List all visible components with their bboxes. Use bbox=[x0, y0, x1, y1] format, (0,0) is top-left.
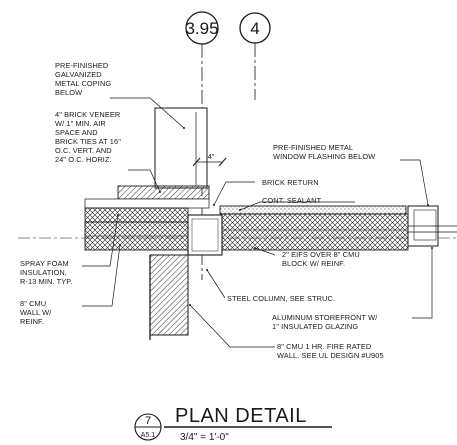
metal-coping bbox=[154, 107, 208, 189]
fire-wall-callout: 8" CMU 1 HR. FIRE RATED WALL. SEE UL DES… bbox=[277, 342, 384, 360]
gridline-4-label: 4 bbox=[250, 19, 259, 38]
leader-lines bbox=[82, 97, 433, 348]
brick-veneer-callout: 4" BRICK VENEER W/ 1" MIN. AIR SPACE AND… bbox=[55, 110, 123, 164]
steel-column bbox=[187, 214, 223, 256]
coping-callout: PRE-FINISHED GALVANIZED METAL COPING BEL… bbox=[55, 61, 113, 97]
detail-title-block: 7 A5.1 PLAN DETAIL 3/4" = 1'-0" bbox=[134, 405, 332, 443]
sealant-callout: CONT. SEALANT bbox=[262, 196, 322, 205]
aluminum-storefront bbox=[407, 205, 457, 247]
cmu-wall-callout: 8" CMU WALL W/ REINF. bbox=[20, 299, 54, 326]
sheet-number: A5.1 bbox=[141, 432, 156, 439]
storefront-callout: ALUMINUM STOREFRONT W/ 1" INSULATED GLAZ… bbox=[272, 313, 380, 331]
brick-veneer bbox=[117, 185, 210, 200]
gridline-4: 4 bbox=[239, 12, 271, 100]
fire-rated-cmu-wall bbox=[149, 254, 189, 336]
brick-return-callout: BRICK RETURN bbox=[262, 178, 319, 187]
dimension-label: 4" bbox=[208, 152, 215, 161]
spray-foam-callout: SPRAY FOAM INSULATION, R-13 MIN. TYP. bbox=[20, 259, 72, 286]
air-space-left bbox=[84, 198, 210, 209]
dimension-4-inch: 4" bbox=[192, 152, 227, 167]
steel-column-callout: STEEL COLUMN, SEE STRUC. bbox=[227, 294, 335, 303]
eifs-callout: 2" EIFS OVER 8" CMU BLOCK W/ REINF. bbox=[282, 250, 362, 268]
gridline-3-95-label: 3.95 bbox=[185, 19, 218, 38]
spray-foam-left bbox=[84, 207, 189, 223]
detail-scale: 3/4" = 1'-0" bbox=[180, 432, 229, 443]
detail-title: PLAN DETAIL bbox=[175, 405, 307, 427]
detail-number: 7 bbox=[145, 415, 151, 427]
window-flashing-callout: PRE-FINISHED METAL WINDOW FLASHING BELOW bbox=[273, 143, 375, 161]
eifs-cmu-right bbox=[221, 213, 409, 251]
